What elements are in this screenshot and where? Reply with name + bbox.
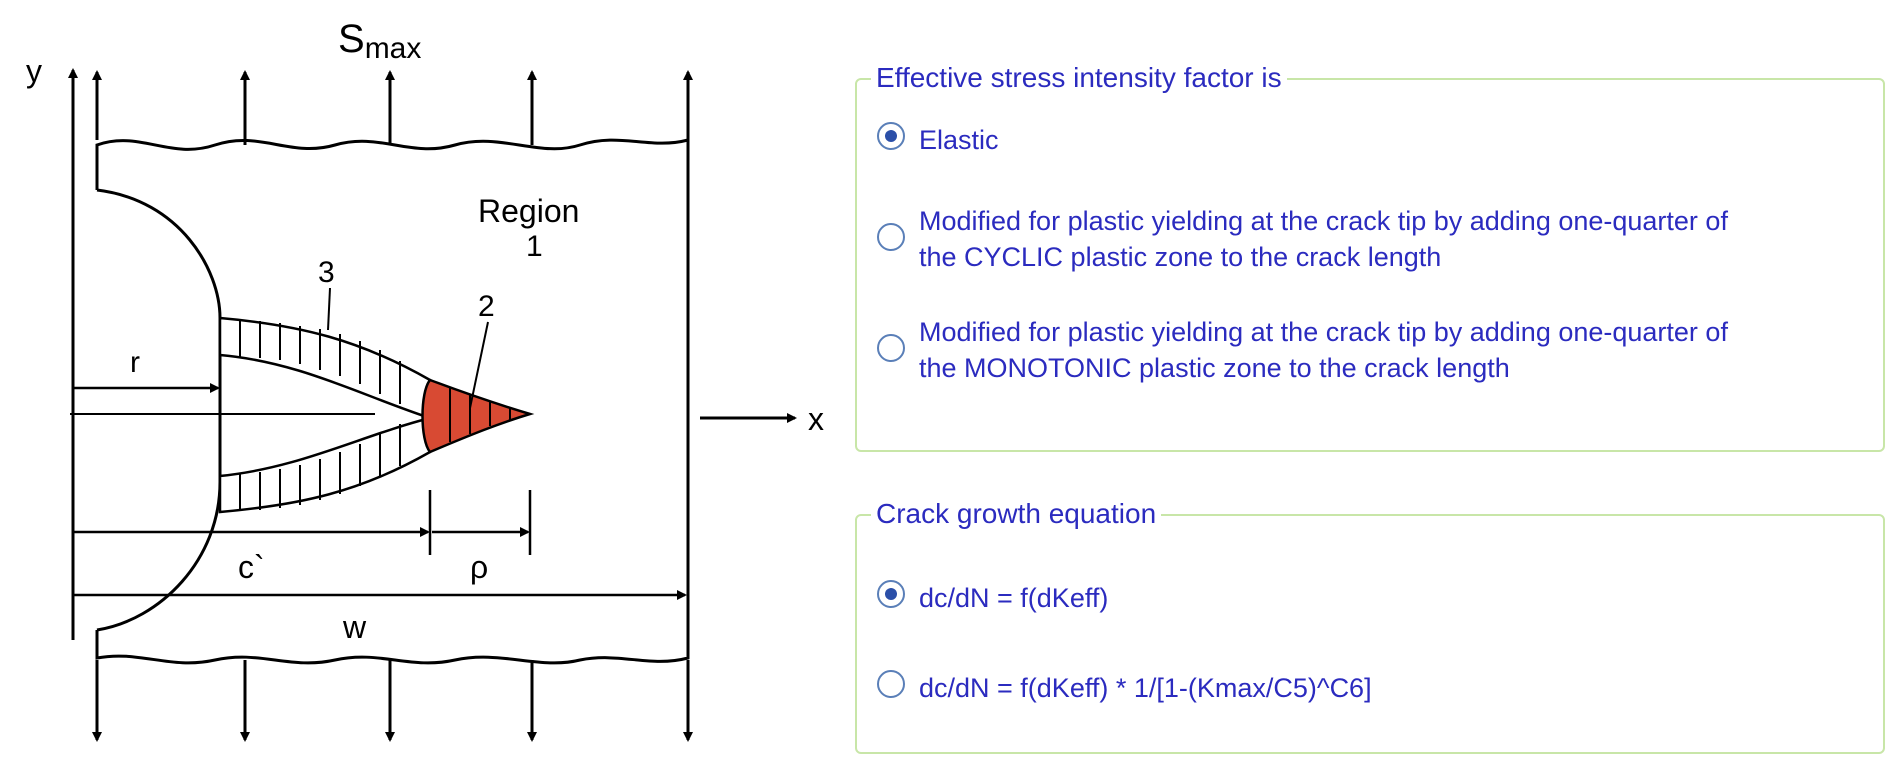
top-load-arrows (92, 70, 693, 145)
region-1-number: 1 (526, 230, 543, 263)
option-equation-1-label[interactable]: dc/dN = f(dKeff) (919, 583, 1109, 613)
option-equation-2-label[interactable]: dc/dN = f(dKeff) * 1/[1-(Kmax/C5)^C6] (919, 673, 1372, 703)
dim-c-label: c` (238, 549, 265, 585)
zone-3-upper (218, 316, 432, 420)
option-equation-2[interactable]: dc/dN = f(dKeff) * 1/[1-(Kmax/C5)^C6] (877, 670, 1372, 706)
plastic-zone-2 (421, 378, 535, 454)
crack-growth-group: Crack growth equation dc/dN = f(dKeff) d… (855, 496, 1885, 754)
option-cyclic-label[interactable]: Modified for plastic yielding at the cra… (919, 206, 1728, 272)
zone-3-ticks (239, 320, 401, 511)
dim-r-label: r (130, 346, 140, 379)
zone-3-lower (218, 416, 432, 514)
notch-edge (96, 188, 222, 632)
radio-monotonic[interactable] (877, 334, 905, 362)
region-3-label: 3 (318, 256, 335, 289)
radio-equation-1[interactable] (877, 580, 905, 608)
crack-growth-group-title: Crack growth equation (871, 496, 1162, 532)
radio-elastic[interactable] (877, 122, 905, 150)
option-monotonic-label[interactable]: Modified for plastic yielding at the cra… (919, 317, 1728, 383)
effective-stress-group-title: Effective stress intensity factor is (871, 60, 1287, 96)
region-2-leader (469, 321, 489, 409)
y-axis-label: y (26, 53, 42, 89)
x-axis-label: x (808, 401, 824, 437)
crack-geometry-diagram: y x Smax Region 1 3 2 r c` ρ w (26, 17, 824, 742)
load-label: Smax (338, 17, 421, 65)
region-2-label: 2 (478, 290, 495, 323)
option-elastic-label[interactable]: Elastic (919, 125, 999, 155)
option-equation-1[interactable]: dc/dN = f(dKeff) (877, 580, 1108, 616)
region-3-leader (327, 287, 331, 331)
radio-cyclic[interactable] (877, 223, 905, 251)
plate-outline (95, 138, 690, 665)
option-elastic[interactable]: Elastic (877, 122, 999, 158)
radio-equation-2[interactable] (877, 670, 905, 698)
option-monotonic[interactable]: Modified for plastic yielding at the cra… (877, 314, 1728, 386)
dim-rho-label: ρ (470, 549, 488, 585)
region-1-label: Region (478, 193, 579, 229)
effective-stress-group: Effective stress intensity factor is Ela… (855, 60, 1885, 452)
dim-w-label: w (342, 609, 367, 645)
option-cyclic[interactable]: Modified for plastic yielding at the cra… (877, 203, 1728, 275)
plastic-zone-ticks (449, 388, 511, 442)
bottom-load-arrows (92, 660, 693, 742)
